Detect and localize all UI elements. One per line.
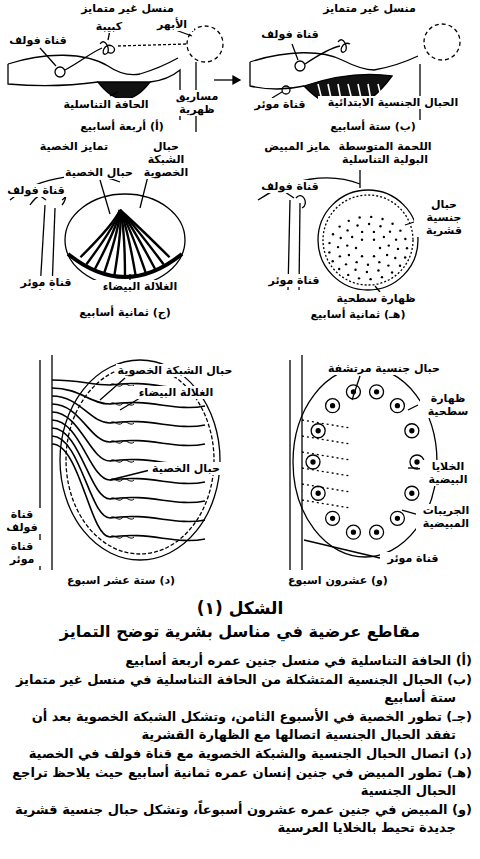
panel-e: [258, 170, 420, 292]
part-label: (أ) أربعة أسابيع: [62, 120, 182, 133]
caption-item: (د) اتصال الحبال الجنسية والشبكة الخصوية…: [8, 745, 472, 763]
part-label: ظهارة سطحية: [420, 392, 476, 418]
caption-item: (ب) الحبال الجنسية المتشكلة من الحافة ال…: [8, 671, 472, 707]
part-label: قناة فولف: [3, 508, 41, 534]
part-label: الغلالة البيضاء: [92, 280, 188, 293]
caption-item: (جـ) تطور الخصية في الأسبوع الثامن، وتشك…: [8, 708, 472, 744]
part-label: (ب) ستة أسابيع: [318, 120, 428, 133]
part-label: قناة موئر: [16, 276, 76, 289]
figure-caption: مقاطع عرضية في مناسل بشرية توضح التمايز: [10, 622, 470, 641]
part-label: حبال جنسية مرتشفة: [324, 362, 444, 375]
part-label: قناة فولف: [258, 180, 322, 193]
part-label: حبال الخصية: [148, 462, 224, 475]
part-label: ظهارة سطحية: [334, 292, 418, 305]
part-label: حبال الشبكة الخصوية: [140, 140, 192, 179]
part-label: قناة فولف: [4, 184, 68, 197]
part-label: منسل غير متمايز: [312, 2, 427, 15]
part-label: الجريبات المبيضية: [416, 504, 476, 530]
part-label: مساريق ظهرية: [168, 90, 226, 116]
part-label: (ج) ثمانية أسابيع: [66, 306, 184, 319]
figure-title: الشكل (١): [10, 598, 470, 618]
part-label: قناة فولف: [258, 28, 322, 41]
part-label: (و) عشرون اسبوع: [278, 574, 398, 587]
part-label: الخلايا البيضية: [420, 460, 476, 486]
part-label: الغلالة البيضاء: [128, 386, 224, 399]
caption-item: (هـ) تطور المبيض في جنين إنسان عمره ثمان…: [8, 764, 472, 800]
part-label: قناة موئر: [250, 98, 310, 111]
caption-item: (أ) الحافة التناسلية في منسل جنين عمره أ…: [8, 652, 472, 670]
caption-list: (أ) الحافة التناسلية في منسل جنين عمره أ…: [8, 652, 472, 838]
part-label: قناة موئر: [380, 552, 446, 565]
part-label: تمايز الخصية: [34, 140, 114, 153]
part-label: قناة موئر: [264, 274, 324, 287]
part-label: تمايز المبيض: [258, 140, 340, 153]
part-label: الحافة التناسلية: [52, 98, 160, 111]
part-label: كبيبة: [86, 20, 132, 33]
part-label: قناة فولف: [6, 34, 70, 47]
part-label: اللحمة المتوسطة البولية التناسلية: [330, 140, 440, 166]
part-label: قناة موئر: [3, 540, 41, 566]
part-label: حبال الخصية: [64, 166, 134, 179]
part-label: (هـ) ثمانية أسابيع: [298, 308, 418, 321]
part-label: الأبهر: [150, 18, 194, 31]
caption-item: (و) المبيض في جنين عمره عشرون أسبوعاً، و…: [8, 801, 472, 837]
part-label: الحبال الجنسية الابتدائية: [318, 96, 468, 109]
part-label: (د) ستة عشر اسبوع: [56, 574, 186, 587]
part-label: حبال الشبكة الخصوية: [116, 364, 234, 377]
part-label: منسل غير متمايز: [70, 2, 185, 15]
panel-f: [290, 355, 437, 570]
panel-b: [250, 24, 460, 132]
part-label: حبال جنسية قشرية: [414, 198, 474, 237]
